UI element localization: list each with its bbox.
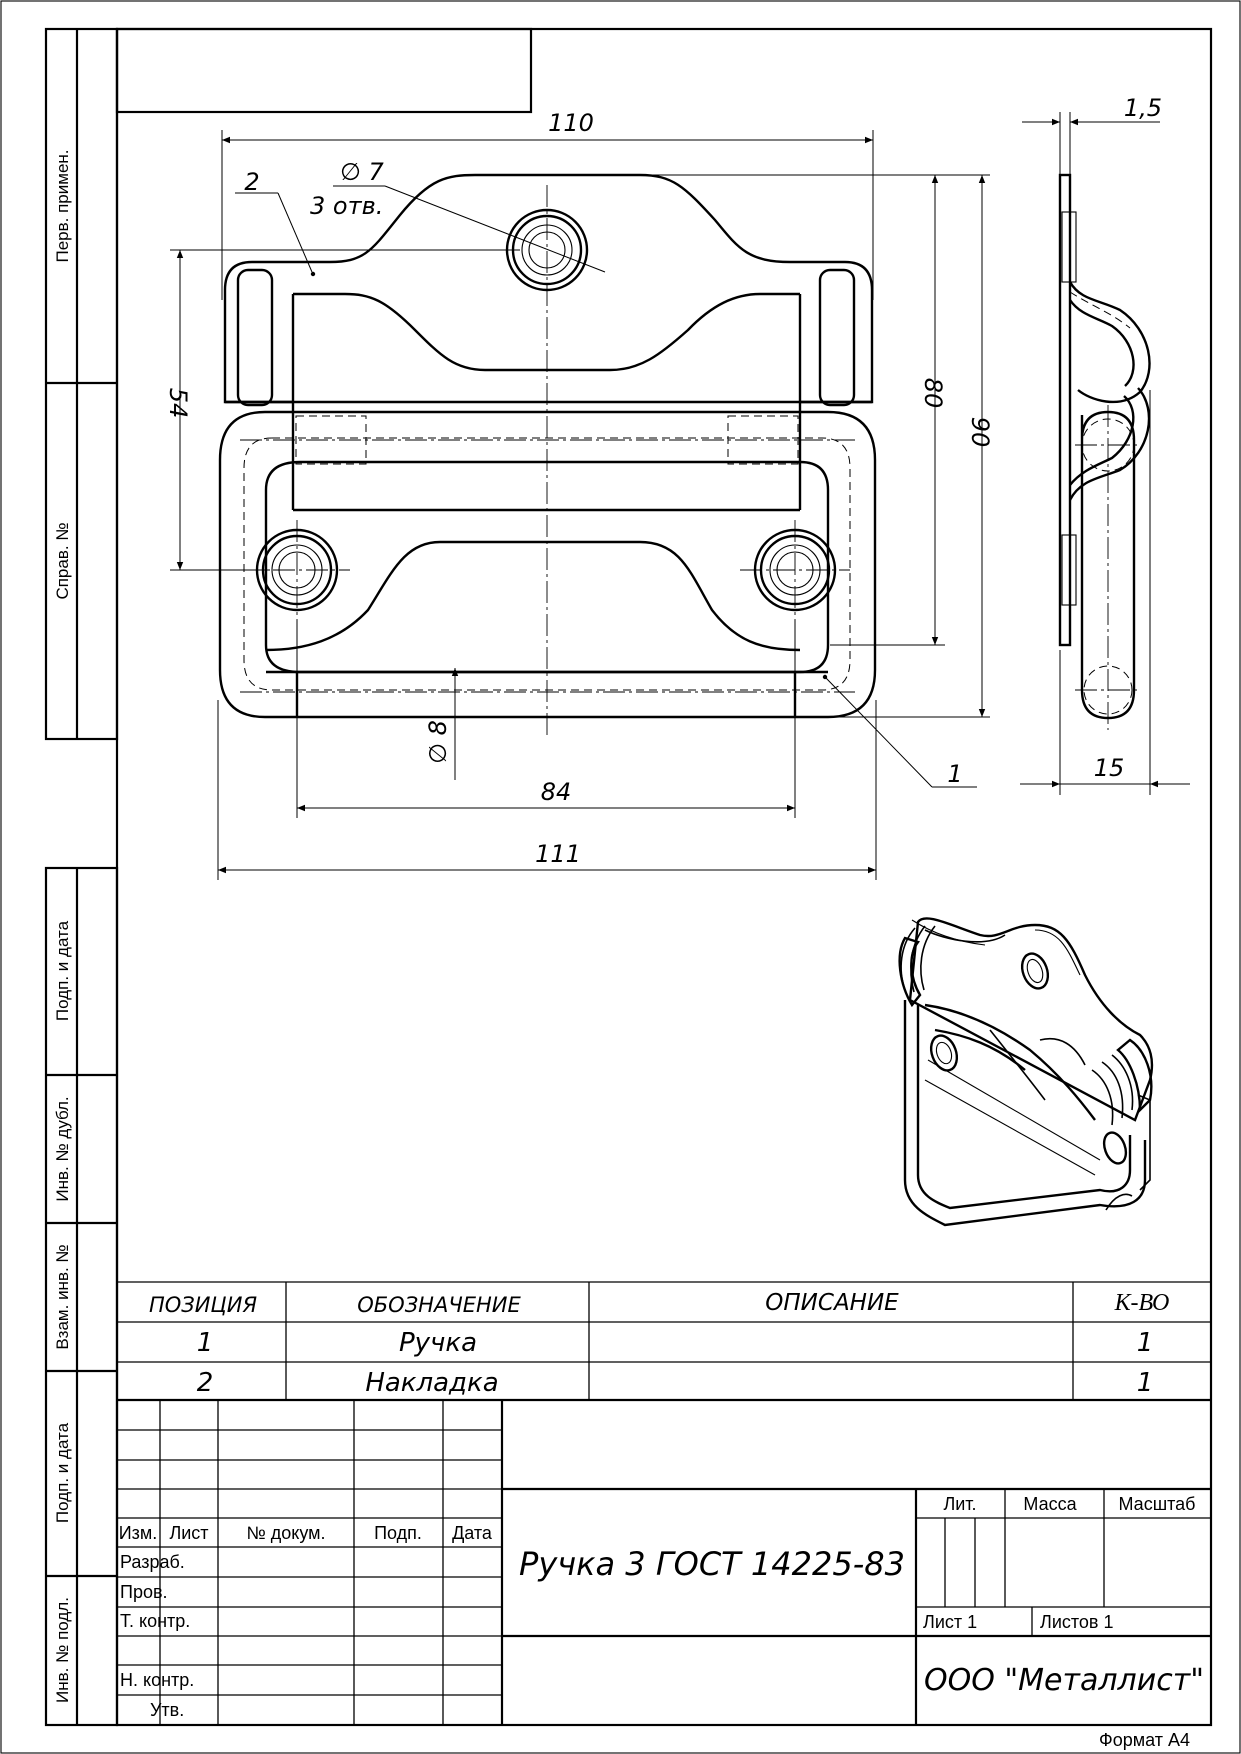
dim-111: 111 <box>535 840 581 868</box>
tb-col-data: Дата <box>452 1523 493 1543</box>
parts-table: ПОЗИЦИЯ ОБОЗНАЧЕНИЕ ОПИСАНИЕ К-ВО 1 Ручк… <box>117 1281 1211 1400</box>
tb-col-dokum: № докум. <box>246 1523 325 1543</box>
parts-row-1-pos: 1 <box>197 1328 214 1358</box>
side-label-perv-primen: Перв. примен. <box>53 149 72 262</box>
callout-1: 1 <box>947 760 962 788</box>
side-label-vzam-inv-no: Взам. инв. № <box>53 1244 72 1349</box>
tb-utv: Утв. <box>150 1700 184 1720</box>
side-label-podp-data-1: Подп. и дата <box>53 920 72 1021</box>
tb-organization: ООО "Металлист" <box>924 1663 1204 1698</box>
parts-row-2-qty: 1 <box>1137 1368 1154 1398</box>
tb-razrab: Разраб. <box>120 1552 185 1572</box>
plate-lower-cutout <box>265 540 801 652</box>
callout-2: 2 <box>244 168 259 196</box>
side-label-inv-no-podl: Инв. № подл. <box>53 1597 72 1703</box>
side-label-sprav-no: Справ. № <box>53 522 72 599</box>
tb-massa: Масса <box>1023 1494 1077 1514</box>
tb-listov: Листов 1 <box>1040 1612 1114 1632</box>
isometric-view <box>898 917 1154 1227</box>
tb-prov: Пров. <box>120 1582 168 1602</box>
tb-col-list: Лист <box>169 1523 208 1543</box>
side-strip: Перв. примен. Справ. № Подп. и дата Инв.… <box>44 27 119 1727</box>
front-view <box>218 173 877 735</box>
dim-54: 54 <box>164 388 192 419</box>
dim-1-5: 1,5 <box>1124 94 1162 122</box>
side-view: 1,5 15 <box>1020 94 1190 795</box>
tb-title: Ручка 3 ГОСТ 14225-83 <box>519 1545 905 1583</box>
parts-row-1-name: Ручка <box>399 1328 477 1358</box>
side-label-podp-data-2: Подп. и дата <box>53 1422 72 1523</box>
tb-col-podp: Подп. <box>374 1523 422 1543</box>
tb-list: Лист 1 <box>923 1612 977 1632</box>
parts-header-designation: ОБОЗНАЧЕНИЕ <box>357 1293 521 1317</box>
dim-rod-diameter: ∅ 8 <box>424 720 452 764</box>
side-label-inv-no-dubl: Инв. № дубл. <box>53 1096 72 1201</box>
tb-masshtab: Масштаб <box>1118 1494 1195 1514</box>
tb-col-izm: Изм. <box>119 1523 158 1543</box>
dim-90: 90 <box>966 417 994 448</box>
dim-hole-diameter: ∅ 7 <box>340 158 385 186</box>
parts-row-1-qty: 1 <box>1137 1328 1154 1358</box>
tb-n-kontr: Н. контр. <box>120 1670 194 1690</box>
parts-header-description: ОПИСАНИЕ <box>765 1290 899 1316</box>
dim-80: 80 <box>919 378 947 409</box>
parts-header-position: ПОЗИЦИЯ <box>149 1293 258 1317</box>
front-dimensions: 110 111 84 54 80 90 ∅ 7 3 отв. <box>164 109 994 880</box>
dim-84: 84 <box>541 778 572 806</box>
dim-15: 15 <box>1094 754 1125 782</box>
plate-inner-curve <box>293 292 800 372</box>
parts-header-quantity: К-ВО <box>1114 1290 1170 1316</box>
handle-dashed <box>243 437 851 691</box>
dim-hole-count: 3 отв. <box>310 192 383 220</box>
tb-t-kontr: Т. контр. <box>120 1611 190 1631</box>
title-block: Изм. Лист № докум. Подп. Дата Разраб. Пр… <box>117 1398 1211 1725</box>
format-label: Формат А4 <box>1099 1730 1190 1750</box>
dim-110: 110 <box>548 109 594 137</box>
parts-row-2-pos: 2 <box>197 1368 214 1398</box>
tb-lit: Лит. <box>943 1494 976 1514</box>
parts-row-2-name: Накладка <box>365 1368 498 1398</box>
